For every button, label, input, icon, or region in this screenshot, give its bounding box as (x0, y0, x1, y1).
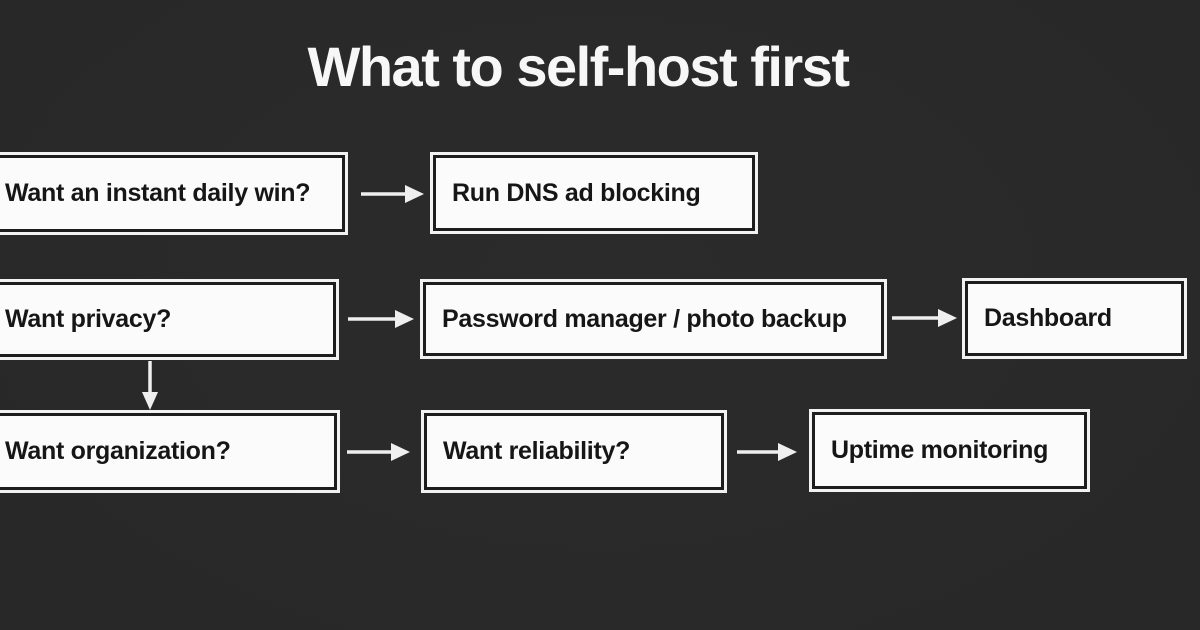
node-run-dns-ad-blocking: Run DNS ad blocking (433, 155, 755, 231)
arrow-down-icon (142, 361, 158, 410)
node-label: Want organization? (5, 437, 231, 465)
node-label: Uptime monitoring (831, 436, 1049, 464)
arrow-right-icon (348, 310, 414, 328)
node-want-organization: Want organization? (0, 413, 337, 490)
node-label: Password manager / photo backup (442, 304, 847, 333)
arrow-right-icon (347, 443, 410, 461)
node-uptime-monitoring: Uptime monitoring (812, 412, 1087, 489)
node-label: Want an instant daily win? (5, 179, 311, 207)
node-dashboard: Dashboard (965, 281, 1184, 356)
node-want-privacy: Want privacy? (0, 282, 336, 357)
node-want-instant-daily-win: Want an instant daily win? (0, 155, 345, 232)
node-password-manager-photo-backup: Password manager / photo backup (423, 282, 884, 356)
node-want-reliability: Want reliability? (424, 413, 724, 490)
node-label: Run DNS ad blocking (452, 178, 701, 207)
node-label: Want reliability? (443, 437, 631, 465)
node-label: Want privacy? (5, 305, 172, 333)
arrow-right-icon (737, 443, 797, 461)
arrow-right-icon (892, 309, 957, 327)
node-label: Dashboard (984, 304, 1112, 332)
arrow-right-icon (361, 185, 424, 203)
page-title: What to self-host first (307, 35, 850, 98)
